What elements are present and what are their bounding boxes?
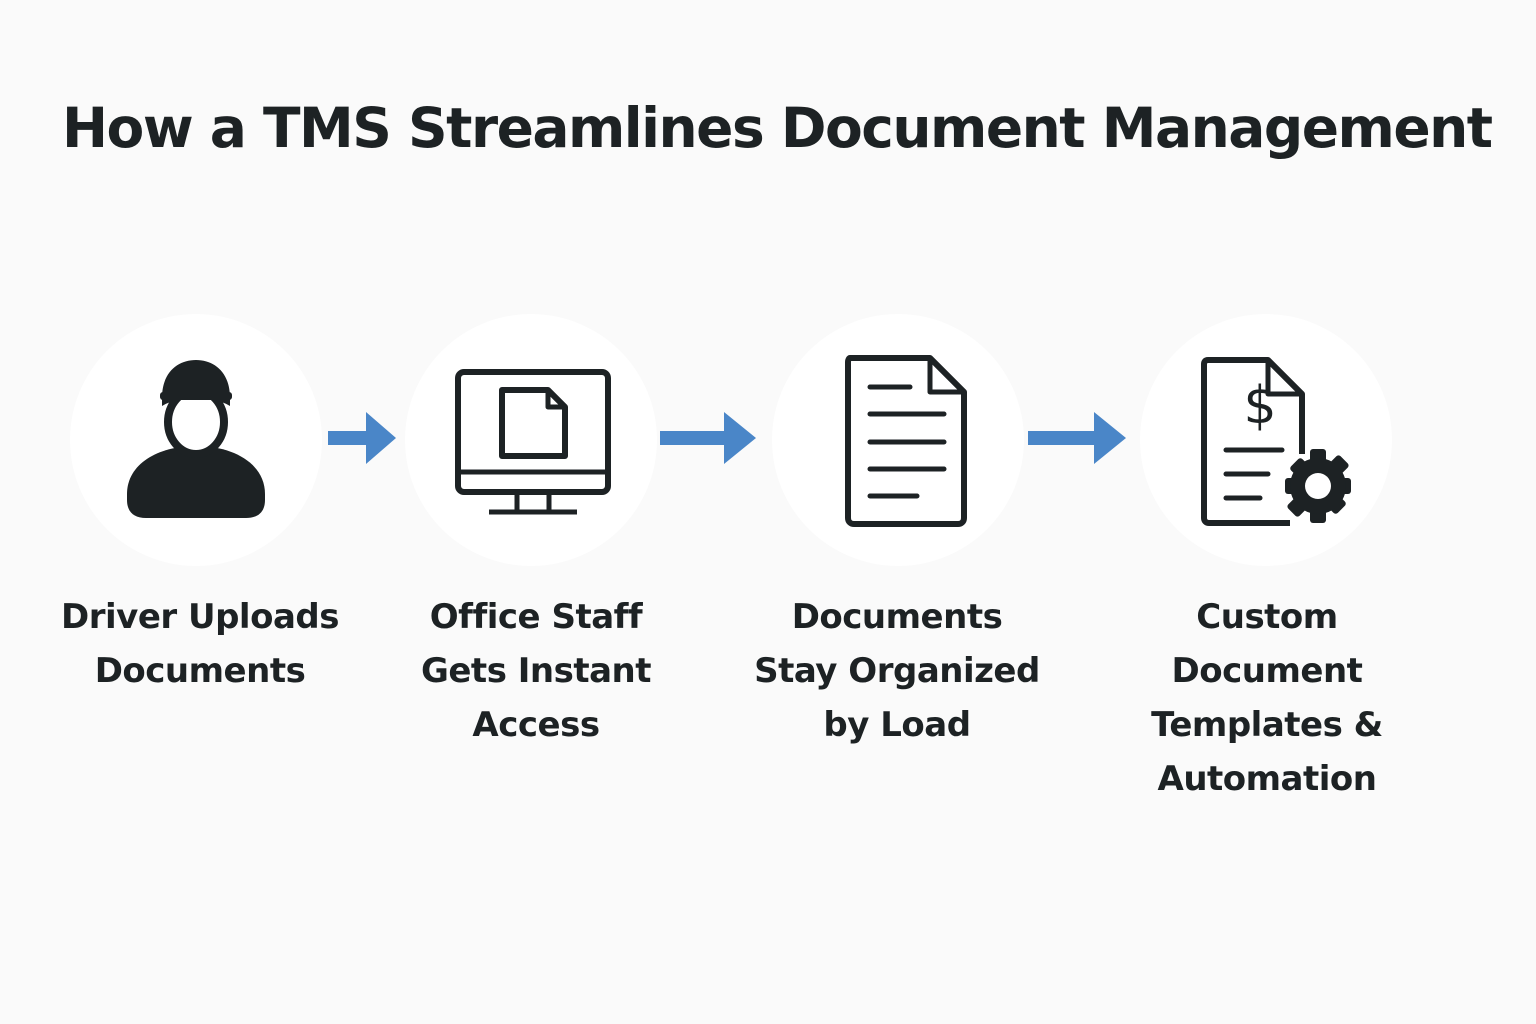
- label-line: Automation: [1157, 759, 1377, 799]
- label-line: Access: [472, 705, 600, 745]
- gear-icon: [1285, 449, 1351, 523]
- step-document-circle: [772, 314, 1024, 566]
- svg-text:$: $: [1243, 376, 1276, 436]
- page-title: How a TMS Streamlines Document Managemen…: [62, 96, 1493, 160]
- arrow-3: [1028, 412, 1126, 464]
- step-monitor-circle: [405, 314, 657, 566]
- label-line: by Load: [823, 705, 971, 745]
- label-line: Document: [1171, 651, 1363, 691]
- step-label-office: Office Staff Gets Instant Access: [376, 590, 696, 752]
- label-line: Gets Instant: [420, 651, 652, 691]
- step-invoice-circle: $: [1140, 314, 1392, 566]
- label-line: Documents: [94, 651, 306, 691]
- invoice-gear-icon: $: [1201, 357, 1351, 526]
- label-line: Documents: [791, 597, 1003, 637]
- step-label-driver: Driver Uploads Documents: [40, 590, 360, 698]
- document-icon: [845, 355, 967, 527]
- label-line: Templates &: [1151, 705, 1383, 745]
- monitor-document-icon: [455, 369, 611, 515]
- label-line: Office Staff: [429, 597, 643, 637]
- step-driver-circle: [70, 314, 322, 566]
- arrow-1: [328, 412, 396, 464]
- label-line: Custom: [1196, 597, 1338, 637]
- label-line: Stay Organized: [754, 651, 1040, 691]
- label-line: Driver Uploads: [61, 597, 339, 637]
- step-label-organized: Documents Stay Organized by Load: [737, 590, 1057, 752]
- driver-icon: [127, 360, 265, 518]
- step-label-templates: Custom Document Templates & Automation: [1107, 590, 1427, 806]
- arrow-2: [660, 412, 756, 464]
